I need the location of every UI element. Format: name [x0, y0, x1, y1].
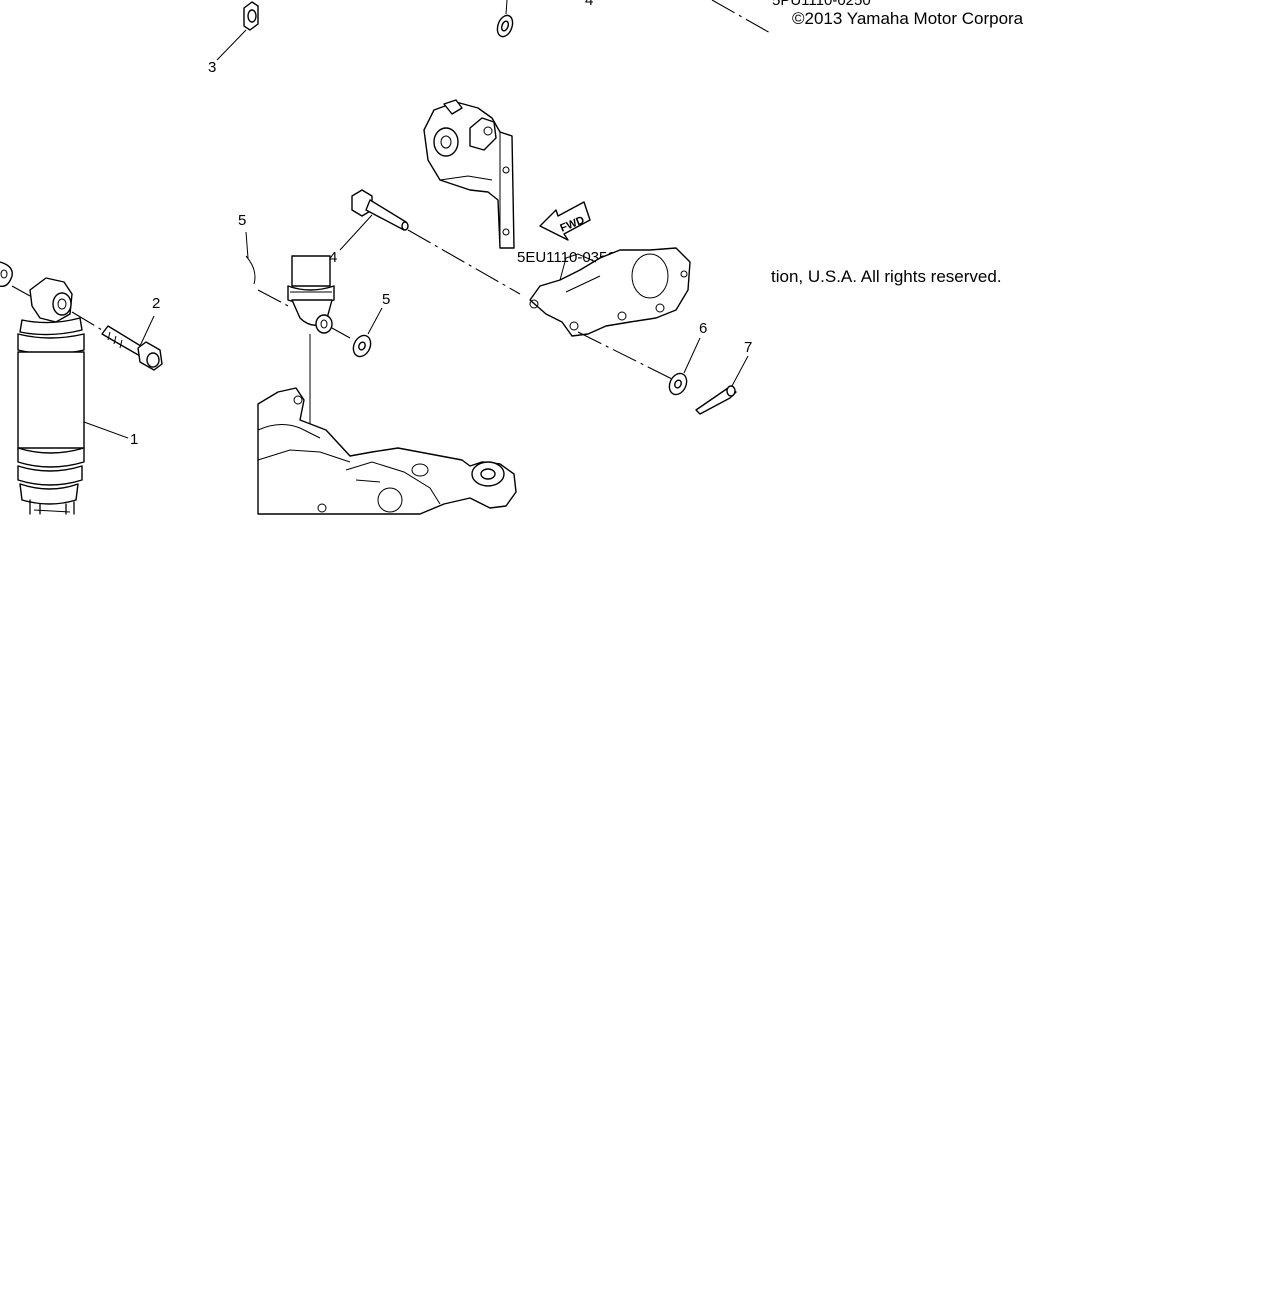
callout-3: 3: [208, 59, 216, 76]
shock-rod-assembly: [245, 255, 335, 514]
part-5-washer-left: [0, 261, 13, 287]
figure-code-top: 5PU1110-0250: [772, 0, 871, 9]
copyright-line-bottom: tion, U.S.A. All rights reserved.: [771, 267, 1002, 286]
bracket-plate: [529, 247, 691, 337]
part-7-cotter-pin: [695, 385, 737, 415]
copyright-line-top: ©2013 Yamaha Motor Corpora: [792, 9, 1024, 28]
part-3-nut: [243, 1, 259, 31]
leader-3: [216, 29, 247, 61]
callout-7: 7: [744, 339, 752, 356]
leader-6: [683, 337, 701, 374]
callout-4-top: 4: [585, 0, 593, 9]
center-line-bolt-2: [71, 311, 103, 331]
leader-5-left: [245, 231, 249, 259]
part-2-bolt: [101, 325, 163, 371]
center-line-shock-upper: [257, 289, 293, 309]
callout-1: 1: [130, 431, 138, 448]
leader-4-mid: [339, 214, 373, 251]
callout-5-left: 5: [238, 212, 246, 229]
part-6-washer: [668, 372, 688, 396]
part-4-washer-top: [496, 14, 514, 38]
center-line-bolt: [407, 229, 521, 295]
leader-5-right: [367, 307, 383, 335]
center-line-left: [11, 285, 31, 297]
fwd-arrow: FWD: [539, 201, 591, 241]
swing-arm: [257, 387, 517, 515]
engine-bracket: [423, 99, 515, 249]
leader-4-top: [505, 0, 508, 15]
part-1-shock-absorber: [17, 277, 85, 515]
center-line-pin: [577, 331, 675, 381]
callout-5-right: 5: [382, 291, 390, 308]
center-line-top: [711, 0, 773, 35]
leader-7: [731, 355, 749, 387]
center-line-shock-lower: [331, 327, 351, 339]
callout-4-mid: 4: [329, 249, 337, 266]
figure-code-top-text: 5PU1110-0250: [772, 0, 871, 9]
callout-2: 2: [152, 295, 160, 312]
part-4-bolt: [351, 189, 409, 231]
leader-1: [83, 421, 129, 439]
callout-6: 6: [699, 320, 707, 337]
leader-2: [139, 315, 155, 347]
part-5-washer: [352, 334, 372, 358]
